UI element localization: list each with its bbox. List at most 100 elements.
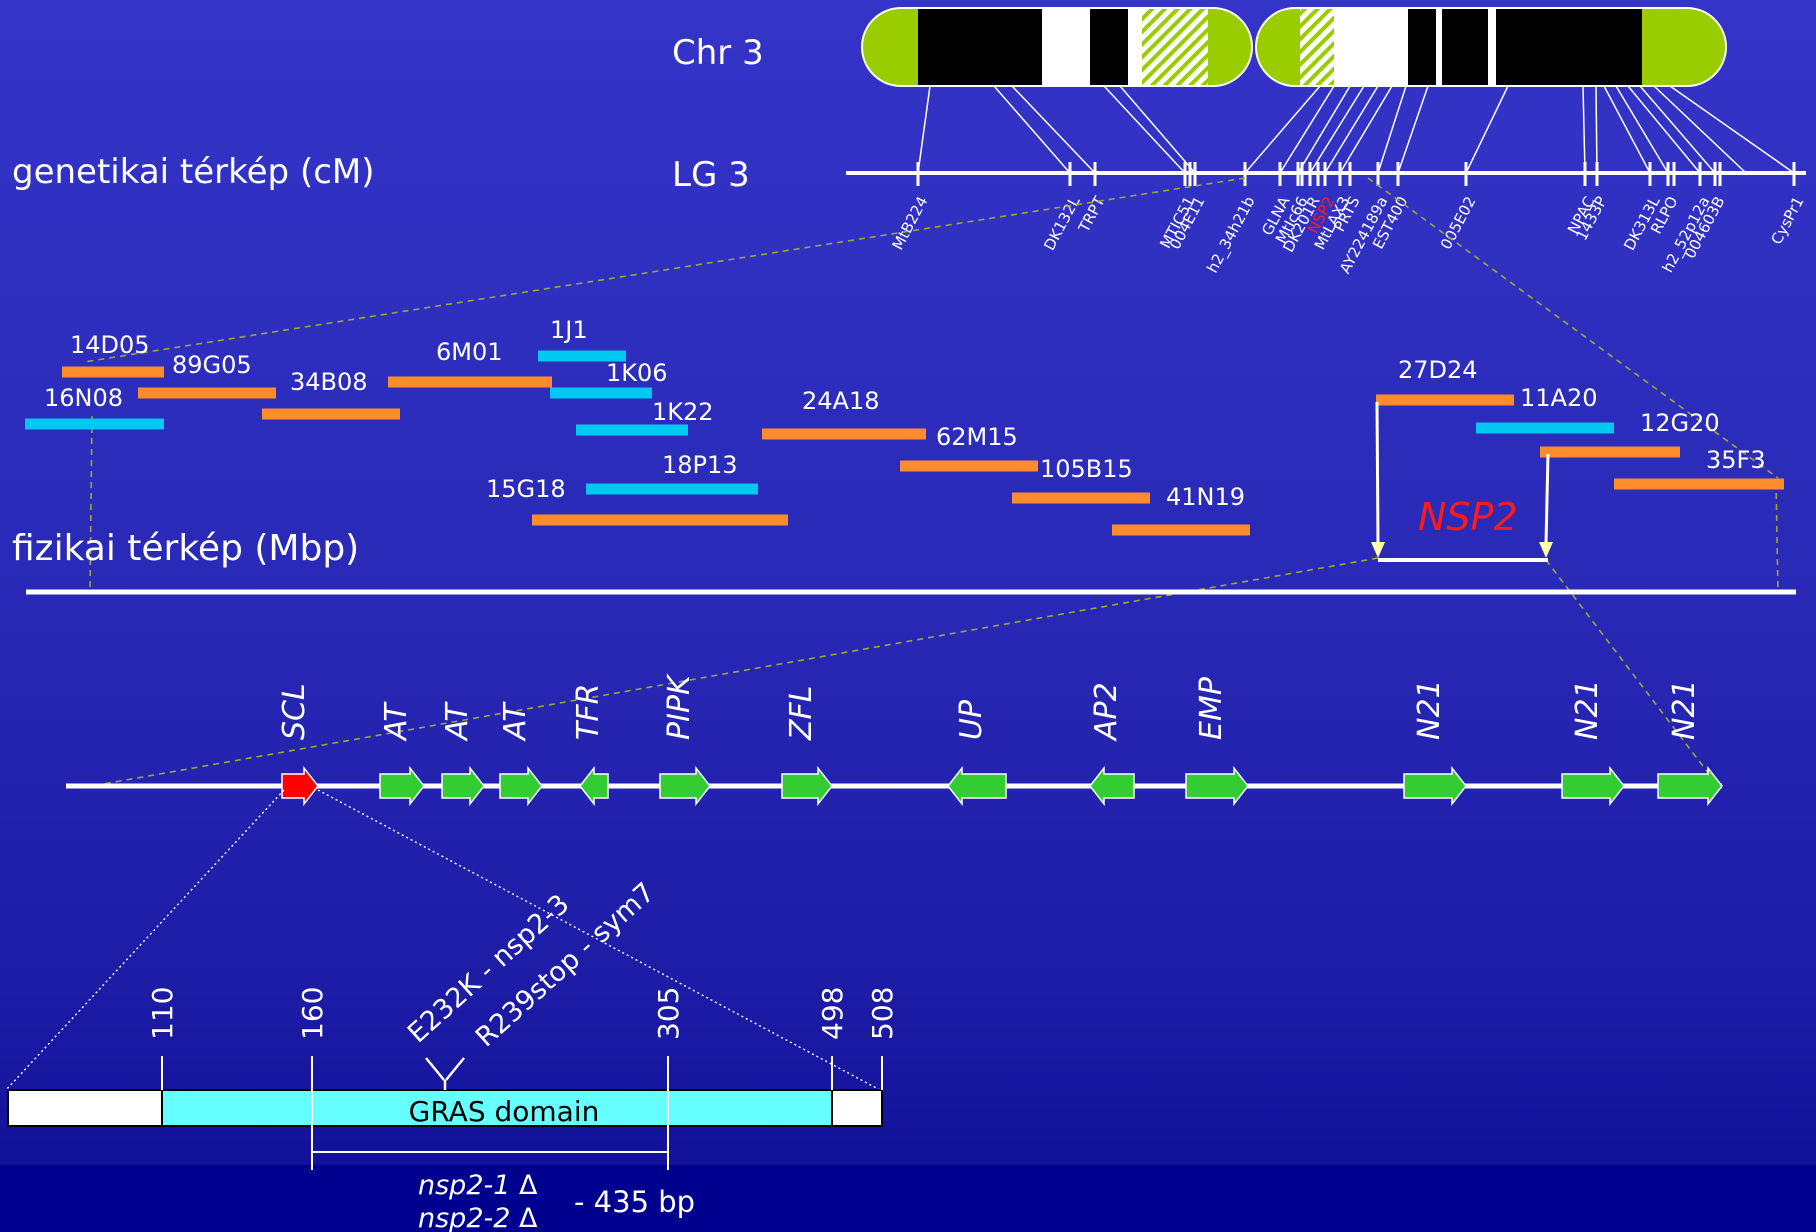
- gene-label-at: AT: [379, 701, 414, 742]
- connector-line: [1465, 85, 1509, 174]
- connector-line: [1244, 85, 1321, 174]
- gene-label-n21: N21: [1412, 679, 1447, 740]
- deletion-size-label: - 435 bp: [574, 1185, 695, 1219]
- gene-arrow-up: [947, 765, 1007, 807]
- connector-line: [1011, 85, 1096, 174]
- bac-label-62m15: 62M15: [936, 423, 1018, 451]
- gene-arrow-zfl: [781, 765, 833, 807]
- gras-domain-label: GRAS domain: [409, 1095, 600, 1128]
- gene-arrow-at: [441, 765, 485, 807]
- position-label-160: 160: [296, 987, 329, 1040]
- genetic-map-title: genetikai térkép (cM): [12, 152, 375, 192]
- protein-n-terminus: [7, 1089, 163, 1127]
- gene-arrow-scl: [281, 765, 319, 807]
- bac-label-11a20: 11A20: [1520, 384, 1598, 412]
- gene-label-emp: EMP: [1194, 676, 1229, 740]
- gene-arrow-emp: [1185, 765, 1249, 807]
- gene-label-up: UP: [954, 699, 989, 740]
- gene-label-at: AT: [440, 701, 475, 742]
- bac-label-34b08: 34B08: [290, 368, 368, 396]
- gene-label-ap2: AP2: [1089, 682, 1124, 742]
- gene-label-tfr: TFR: [571, 684, 606, 740]
- linkage-group-title: LG 3: [672, 155, 750, 195]
- connector-line: [1615, 85, 1669, 174]
- connector-line: [1103, 85, 1186, 174]
- gene-label-scl: SCL: [277, 683, 312, 740]
- gene-arrow-n21: [1561, 765, 1625, 807]
- connector-line: [993, 85, 1071, 174]
- connector-line: [1279, 85, 1335, 174]
- gene-arrow-n21: [1657, 765, 1723, 807]
- connector-line: [1603, 85, 1651, 174]
- connector-line: [1339, 85, 1393, 174]
- connector-line: [1377, 85, 1407, 174]
- gene-label-n21: N21: [1667, 679, 1702, 740]
- gene-label-pipk: PIPK: [662, 673, 697, 740]
- connector-line: [1627, 85, 1701, 174]
- marker-label-trpt: TRPT: [1074, 193, 1108, 236]
- connector-line: [1297, 85, 1351, 174]
- physical-map-title: fizikai térkép (Mbp): [12, 528, 359, 569]
- gene-label-n21: N21: [1570, 679, 1605, 740]
- bac-label-16n08: 16N08: [44, 384, 123, 412]
- gene-map: SCL AT AT AT TFR PIPK ZFL UP AP2 EMP N21 N21 N21: [277, 673, 1723, 807]
- gene-arrow-at: [499, 765, 543, 807]
- bac-label-89g05: 89G05: [172, 351, 252, 379]
- deletion-label-1: nsp2-1 Δ: [418, 1170, 538, 1201]
- connector-line: [1595, 85, 1598, 174]
- nsp2-region: NSP2: [1371, 401, 1553, 562]
- bac-label-1j1: 1J1: [550, 316, 588, 344]
- bac-label-18p13: 18P13: [662, 451, 738, 479]
- bac-label-15g18: 15G18: [486, 475, 566, 503]
- bac-label-41n19: 41N19: [1166, 483, 1245, 511]
- gene-arrow-ap2: [1089, 765, 1135, 807]
- bac-contig: 14D05 16N08 89G05 34B08 6M01 1J1 1K06 1K22 18P13…: [25, 316, 1784, 536]
- position-label-498: 498: [816, 987, 849, 1040]
- gene-arrow-n21: [1403, 765, 1467, 807]
- bac-label-35f3: 35F3: [1706, 446, 1766, 474]
- mutation-marker: [425, 1057, 465, 1090]
- bac-label-1k22: 1K22: [652, 398, 714, 426]
- position-label-110: 110: [146, 987, 179, 1040]
- marker-label-h2_34h21b: h2_34h21b: [1203, 193, 1259, 276]
- gene-label-zfl: ZFL: [784, 685, 819, 741]
- bac-label-6m01: 6M01: [436, 338, 503, 366]
- position-label-305: 305: [652, 987, 685, 1040]
- connector-line: [917, 85, 931, 174]
- chromosome-connector-lines: [917, 85, 1795, 174]
- bac-label-12g20: 12G20: [1640, 409, 1720, 437]
- bac-label-24a18: 24A18: [802, 387, 880, 415]
- connector-line: [1582, 85, 1586, 174]
- gene-arrow-tfr: [579, 765, 609, 807]
- nsp2-region-label: NSP2: [1418, 495, 1518, 539]
- gene-arrow-pipk: [659, 765, 711, 807]
- zoom-guides: [83, 177, 1779, 787]
- protein-c-terminus: [831, 1089, 883, 1127]
- gene-label-at: AT: [498, 701, 533, 742]
- connector-line: [1309, 85, 1365, 174]
- protein-zoom-guides: [5, 789, 881, 1091]
- bac-label-14d05: 14D05: [70, 331, 150, 359]
- bac-label-27d24: 27D24: [1398, 356, 1478, 384]
- bac-label-1k06: 1K06: [606, 359, 668, 387]
- connector-line: [1653, 85, 1747, 174]
- connector-line: [1397, 85, 1429, 174]
- bac-label-105b15: 105B15: [1040, 455, 1133, 483]
- deletion-label-2: nsp2-2 Δ: [418, 1203, 538, 1232]
- chromosome-title: Chr 3: [672, 33, 764, 73]
- footer-band: [0, 1165, 1816, 1232]
- position-label-508: 508: [866, 987, 899, 1040]
- connector-line: [1639, 85, 1716, 174]
- marker-label-cyspr1: CysPr1: [1767, 193, 1807, 247]
- gene-arrow-at: [379, 765, 425, 807]
- chromosome-ideogram: [861, 7, 1727, 87]
- marker-label-mtb224: MtB224: [889, 193, 932, 252]
- connector-line: [1324, 85, 1379, 174]
- protein-position-ticks: 110 160 305 498 508: [146, 987, 899, 1170]
- gras-domain-box: [161, 1089, 833, 1127]
- connector-line: [1119, 85, 1196, 174]
- connector-line: [1669, 85, 1795, 174]
